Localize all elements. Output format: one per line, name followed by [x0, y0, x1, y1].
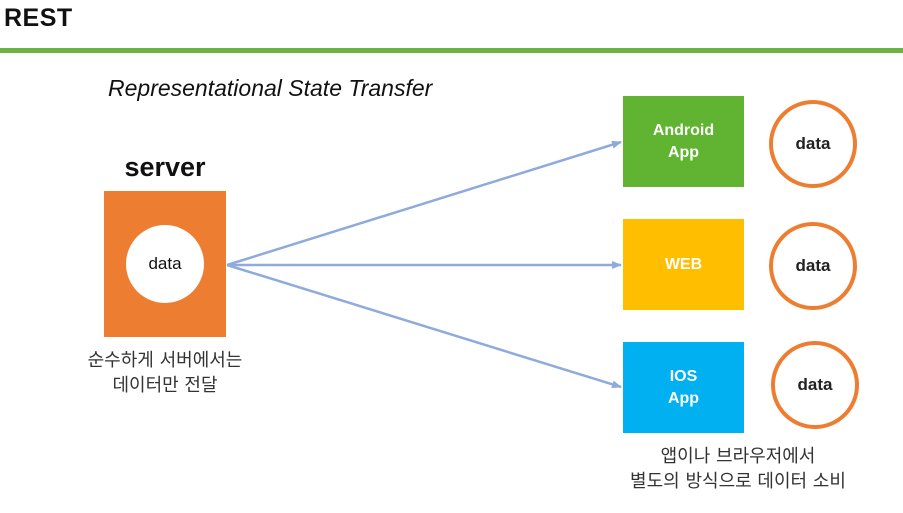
- client-ios-line2: App: [667, 389, 700, 407]
- ios-data-circle: data: [771, 341, 859, 429]
- client-web-line1: WEB: [664, 255, 703, 273]
- server-label: server: [124, 152, 206, 182]
- page-title: REST: [4, 4, 73, 32]
- title-underline: [0, 48, 903, 53]
- arrow-to-ios: [226, 263, 622, 389]
- client-android-line2: App: [667, 143, 700, 161]
- server-box: data: [104, 191, 226, 337]
- server-data-circle: data: [126, 225, 204, 303]
- server-caption-line1: 순수하게 서버에서는: [87, 350, 243, 371]
- client-android-line1: Android: [652, 121, 715, 139]
- client-ios-line1: IOS: [669, 367, 698, 385]
- client-web: WEB: [623, 219, 744, 310]
- server-caption-line2: 데이터만 전달: [112, 375, 218, 396]
- android-data-circle: data: [769, 100, 857, 188]
- client-caption-line1: 앱이나 브라우저에서: [660, 446, 816, 467]
- client-caption: 앱이나 브라우저에서 별도의 방식으로 데이터 소비: [598, 444, 878, 494]
- web-data-circle: data: [769, 222, 857, 310]
- server-caption: 순수하게 서버에서는 데이터만 전달: [60, 348, 270, 398]
- subtitle: Representational State Transfer: [108, 75, 433, 101]
- arrow-to-android: [226, 140, 622, 267]
- client-caption-line2: 별도의 방식으로 데이터 소비: [630, 471, 846, 492]
- client-ios-app: IOS App: [623, 342, 744, 433]
- client-android-app: Android App: [623, 96, 744, 187]
